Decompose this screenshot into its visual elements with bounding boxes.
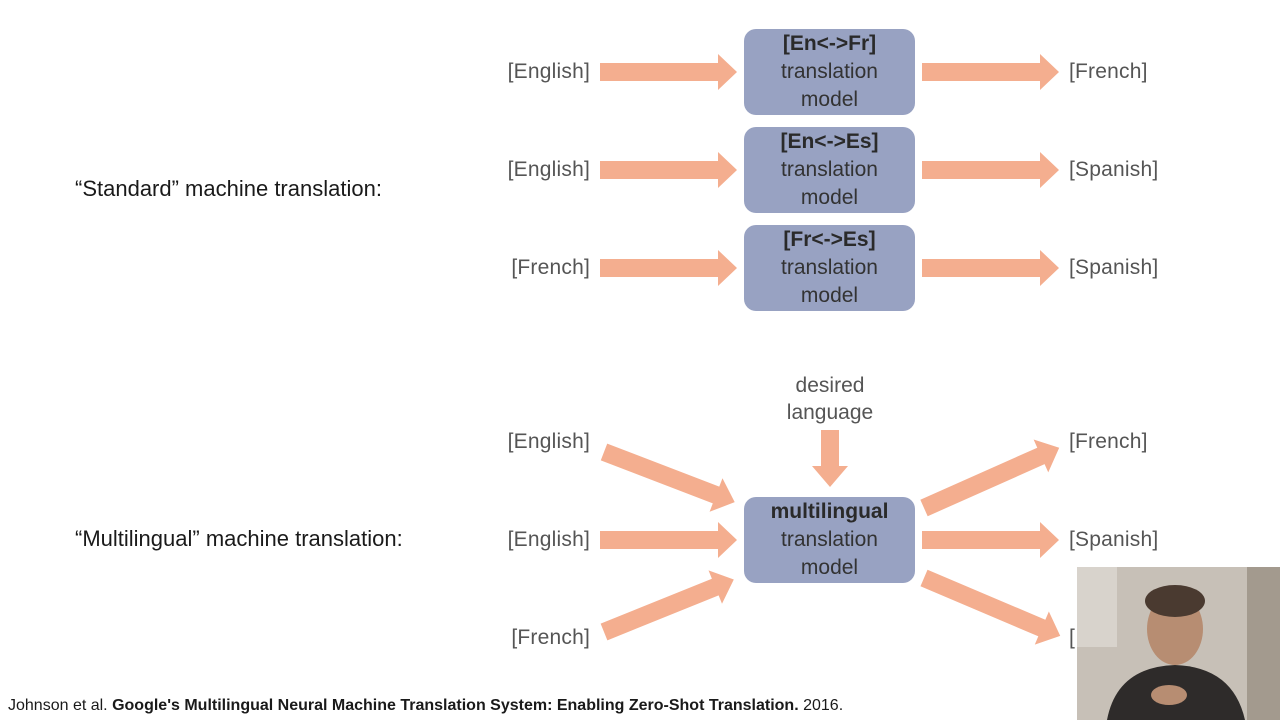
arrow-std2-in [600, 152, 737, 188]
std2-model-box: [En<->Es] translation model [744, 127, 915, 213]
std1-model-name: [En<->Fr] [782, 32, 877, 55]
arrow-ml-top-in [600, 443, 735, 512]
citation-year: 2016. [803, 697, 844, 714]
ml-source-2-label: [English] [507, 528, 590, 551]
arrow-desired-down [812, 430, 848, 487]
citation-title: Google's Multilingual Neural Machine Tra… [112, 697, 799, 714]
std3-source-label: [French] [511, 256, 590, 279]
arrow-std1-out [922, 54, 1059, 90]
std1-model-line2: translation [781, 60, 878, 83]
std1-model-line3: model [800, 88, 859, 111]
multilingual-mt-label: “Multilingual” machine translation: [75, 526, 403, 551]
ml-model-name: multilingual [770, 500, 889, 523]
std2-model-name: [En<->Es] [780, 130, 879, 153]
std3-model-line2: translation [781, 256, 878, 279]
standard-mt-label: “Standard” machine translation: [75, 176, 382, 201]
arrow-ml-top-out [920, 439, 1060, 517]
arrow-std1-in [600, 54, 737, 90]
std3-target-label: [Spanish] [1069, 256, 1159, 279]
citation: Johnson et al. Google's Multilingual Neu… [8, 697, 843, 715]
ml-source-3-label: [French] [511, 626, 590, 649]
arrow-std2-out [922, 152, 1059, 188]
arrow-ml-bottom-in [600, 570, 734, 641]
desired-line2: language [786, 401, 874, 424]
ml-source-1-label: [English] [507, 430, 590, 453]
std2-model-line2: translation [781, 158, 878, 181]
arrow-std3-in [600, 250, 737, 286]
arrow-ml-mid-out [922, 522, 1059, 558]
ml-model-line3: model [800, 556, 859, 579]
std3-model-name: [Fr<->Es] [783, 228, 876, 251]
arrow-ml-mid-in [600, 522, 737, 558]
presenter-silhouette [1077, 567, 1280, 720]
ml-target-3-label: [ [1069, 626, 1076, 649]
std3-model-box: [Fr<->Es] translation model [744, 225, 915, 311]
std1-target-label: [French] [1069, 60, 1148, 83]
ml-model-line2: translation [781, 528, 878, 551]
presenter-webcam [1077, 567, 1280, 720]
std3-model-line3: model [800, 284, 859, 307]
citation-authors: Johnson et al. [8, 697, 108, 714]
arrow-std3-out [922, 250, 1059, 286]
std1-source-label: [English] [507, 60, 590, 83]
multilingual-model-box: multilingual translation model [744, 497, 915, 583]
std1-model-box: [En<->Fr] translation model [744, 29, 915, 115]
std2-model-line3: model [800, 186, 859, 209]
desired-language-label: desired language [760, 372, 900, 426]
std2-target-label: [Spanish] [1069, 158, 1159, 181]
ml-target-1-label: [French] [1069, 430, 1148, 453]
arrow-ml-bottom-out [920, 569, 1061, 645]
std2-source-label: [English] [507, 158, 590, 181]
ml-target-2-label: [Spanish] [1069, 528, 1159, 551]
desired-line1: desired [795, 374, 865, 397]
